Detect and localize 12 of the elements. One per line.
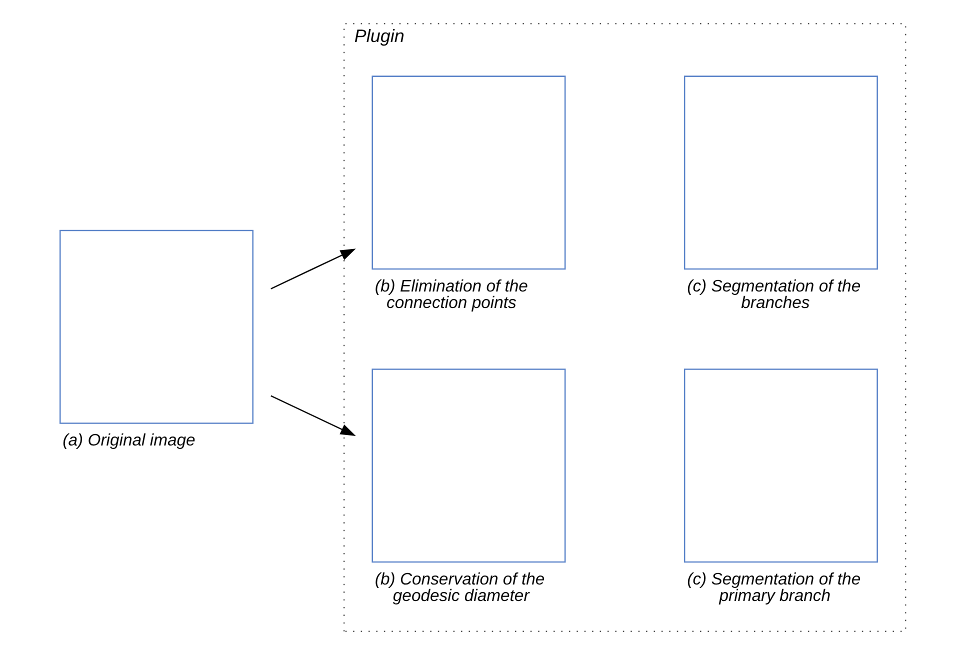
node-box — [683, 76, 878, 270]
arrow — [270, 395, 356, 436]
node-box — [683, 368, 878, 563]
node-label: (c) Segmentation of the branches — [686, 276, 860, 312]
node-label: (b) Conservation of the geodesic diameter — [374, 569, 544, 606]
arrow — [270, 248, 356, 290]
node-box — [58, 230, 253, 424]
node-label: (c) Segmentation of the primary branch — [686, 569, 860, 606]
node-label: (b) Elimination of the connection points — [374, 276, 528, 312]
node-box — [371, 76, 566, 270]
node-label: (a) Original image — [62, 430, 195, 450]
node-box — [371, 368, 566, 563]
